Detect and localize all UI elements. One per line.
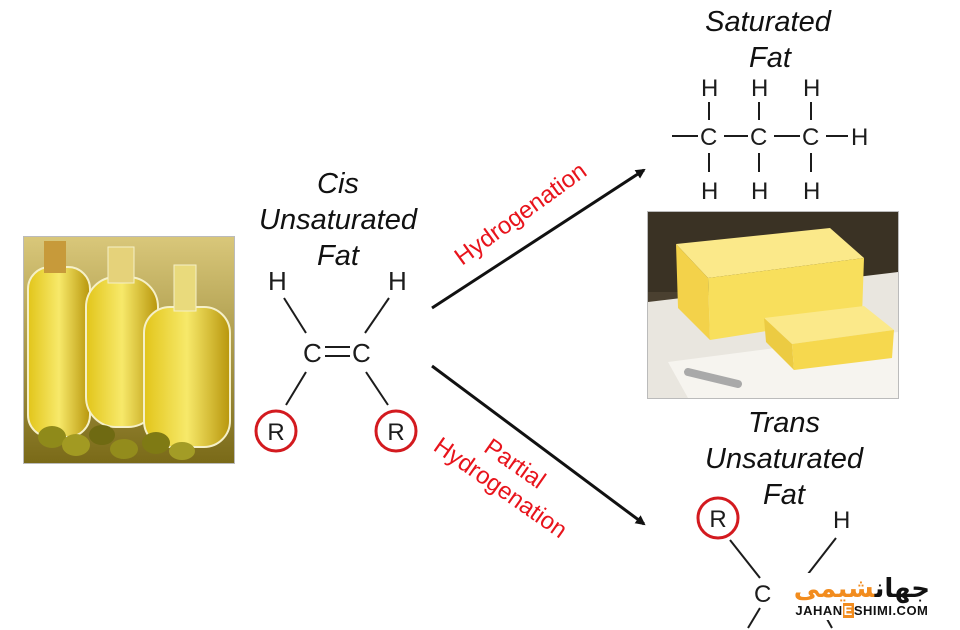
watermark-persian-text: جهانشیمی [794, 574, 930, 604]
trans-r-bond [730, 540, 760, 578]
sat-bottom-hydrogen-2: H [751, 178, 768, 205]
sat-bottom-hydrogen-1: H [701, 178, 718, 205]
trans-r-label: R [709, 506, 726, 533]
watermark-site-pre: JAHAN [795, 603, 842, 618]
cis-left-carbon: C [303, 338, 322, 368]
cis-r-bond-right [366, 372, 388, 405]
cis-right-hydrogen: H [388, 266, 407, 296]
sat-carbon-2: C [750, 124, 767, 151]
cis-h-bond-right [365, 298, 389, 333]
partial-hydrogenation-label: Partial Hydrogenation [429, 409, 588, 544]
cis-right-carbon: C [352, 338, 371, 368]
sat-carbon-3: C [802, 124, 819, 151]
sat-top-hydrogen-3: H [803, 75, 820, 102]
watermark-site-e: E [843, 603, 854, 618]
trans-hydrogen: H [833, 507, 850, 534]
sat-carbon-1: C [700, 124, 717, 151]
cis-r-bond-left [286, 372, 306, 405]
watermark-site-text: JAHANESHIMI.COM [794, 603, 930, 618]
sat-bottom-hydrogen-3: H [803, 178, 820, 205]
cis-left-r-label: R [267, 419, 284, 446]
cis-h-bond-left [284, 298, 306, 333]
watermark-persian-word-2: شیمی [794, 574, 875, 604]
watermark-persian-word-1: جهان [875, 574, 930, 604]
trans-h-bond [808, 538, 836, 574]
cis-right-r-label: R [387, 419, 404, 446]
hydrogenation-label: Hydrogenation [450, 157, 592, 271]
sat-top-hydrogen-1: H [701, 75, 718, 102]
trans-carbon: C [754, 581, 771, 608]
sat-top-hydrogen-2: H [751, 75, 768, 102]
watermark-persian-logo: جهانشیمی [794, 575, 930, 603]
cis-molecule: H H C C R R [256, 266, 416, 451]
jahaneshimi-watermark: جهانشیمی JAHANESHIMI.COM [788, 573, 936, 620]
saturated-molecule: H H H C C C H H H H [672, 75, 868, 205]
trans-lower-bond [748, 608, 760, 628]
sat-end-hydrogen: H [851, 124, 868, 151]
watermark-site-post: SHIMI.COM [854, 603, 929, 618]
cis-left-hydrogen: H [268, 266, 287, 296]
